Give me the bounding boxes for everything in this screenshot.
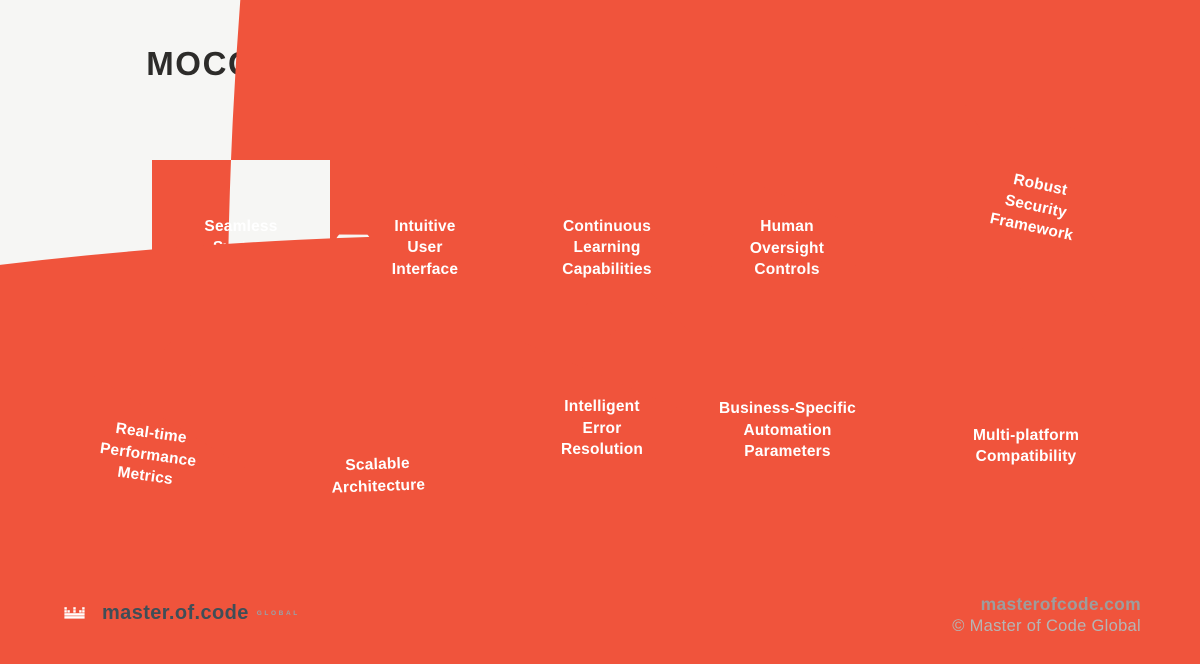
puzzle-piece-intuitive-user-interface: Intuitive User Interface — [0, 160, 1200, 664]
piece-label: Intuitive User Interface — [391, 217, 459, 278]
puzzle-piece-shape — [79, 338, 261, 471]
puzzle-piece-shape — [964, 105, 1143, 316]
piece-label: Real-time Performance Metrics — [98, 420, 198, 489]
puzzle-piece-scalable-architecture: Scalable Architecture — [282, 386, 474, 565]
site-footer: masterofcode.com © Master of Code Global — [952, 594, 1141, 636]
piece-label: Business-Specific Automation Parameters — [719, 400, 856, 461]
brand-global-label: GLOBAL — [256, 610, 300, 617]
piece-label: Scalable Architecture — [331, 455, 426, 497]
puzzle-piece-human-oversight-controls: Human Oversight Controls — [698, 160, 876, 337]
piece-label: Multi-platform Compatibility — [972, 426, 1080, 465]
piece-label: Robust Security Framework — [988, 171, 1075, 245]
piece-label: Continuous Learning Capabilities — [562, 217, 652, 278]
brand-name: master.of.code — [102, 602, 249, 624]
site-url: masterofcode.com — [980, 594, 1141, 614]
puzzle-piece-shape — [520, 160, 737, 336]
puzzle-piece-real-time-performance-metrics: Real-time Performance Metrics — [55, 338, 261, 568]
copyright-text: © Master of Code Global — [952, 617, 1141, 635]
puzzle-piece-shape — [520, 298, 694, 415]
puzzle-piece-robust-security-framework: Robust Security Framework — [928, 105, 1143, 316]
puzzle-piece-shape — [922, 314, 1098, 535]
puzzle-piece-continuous-learning-capabilities: Continuous Learning Capabilities — [520, 160, 737, 336]
puzzle-piece-multi-platform-compatibility: Multi-platform Compatibility — [922, 314, 1098, 535]
moc-crown-logo-icon — [58, 597, 91, 630]
brand-footer: master.of.code GLOBAL — [58, 597, 300, 630]
puzzle-piece-business-specific-automation-parameters: Business-Specific Automation Parameters — [700, 343, 875, 518]
piece-label: Human Oversight Controls — [749, 218, 825, 279]
puzzle-piece-shape — [698, 160, 876, 234]
piece-label: Intelligent Error Resolution — [560, 398, 644, 459]
puzzle-piece-intelligent-error-resolution: Intelligent Error Resolution — [520, 298, 694, 516]
puzzle-piece-shape — [0, 160, 1200, 664]
